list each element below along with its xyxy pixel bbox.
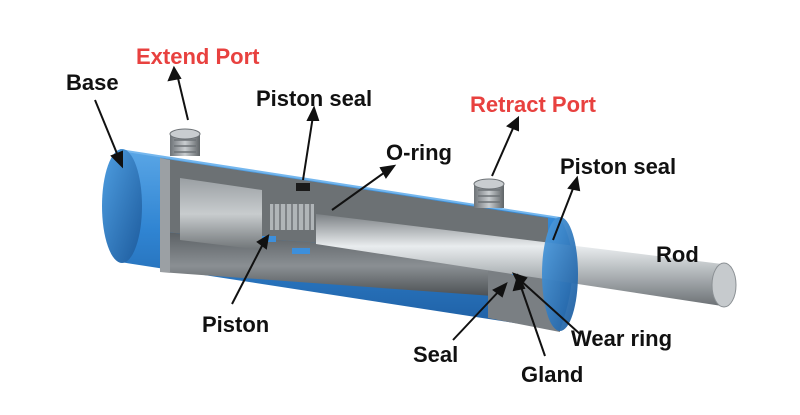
piston-seal-left-arrow [302,105,320,181]
retract-port-fitting [473,178,505,208]
label-piston-seal-right: Piston seal [560,154,676,179]
retract-port-arrow [491,115,519,177]
label-wear-ring: Wear ring [571,326,672,351]
label-o-ring: O-ring [386,140,452,165]
label-seal: Seal [413,342,458,367]
base-arrow [94,99,123,169]
seal-arrow [452,282,508,341]
piston-blue-seal-2 [262,236,276,242]
label-base: Base [66,70,119,95]
piston-body [180,178,310,254]
label-piston: Piston [202,312,269,337]
label-piston-seal-left: Piston seal [256,86,372,111]
label-rod: Rod [656,242,699,267]
gland-arrow [512,273,546,357]
base-end-cap [102,149,142,263]
piston-seal-left-mark [296,183,310,191]
label-retract-port: Retract Port [470,92,597,117]
piston-seal-right-arrow [552,175,581,241]
label-extend-port: Extend Port [136,44,260,69]
piston-arrow [231,234,270,305]
gland-front-face [542,217,578,331]
rod-thread [270,204,314,230]
o-ring-arrow [331,164,397,211]
piston-rod [316,214,737,308]
extend-port-fitting [169,128,201,156]
piston-blue-seal [292,248,310,254]
extend-port-arrow [167,65,189,121]
label-gland: Gland [521,362,583,387]
